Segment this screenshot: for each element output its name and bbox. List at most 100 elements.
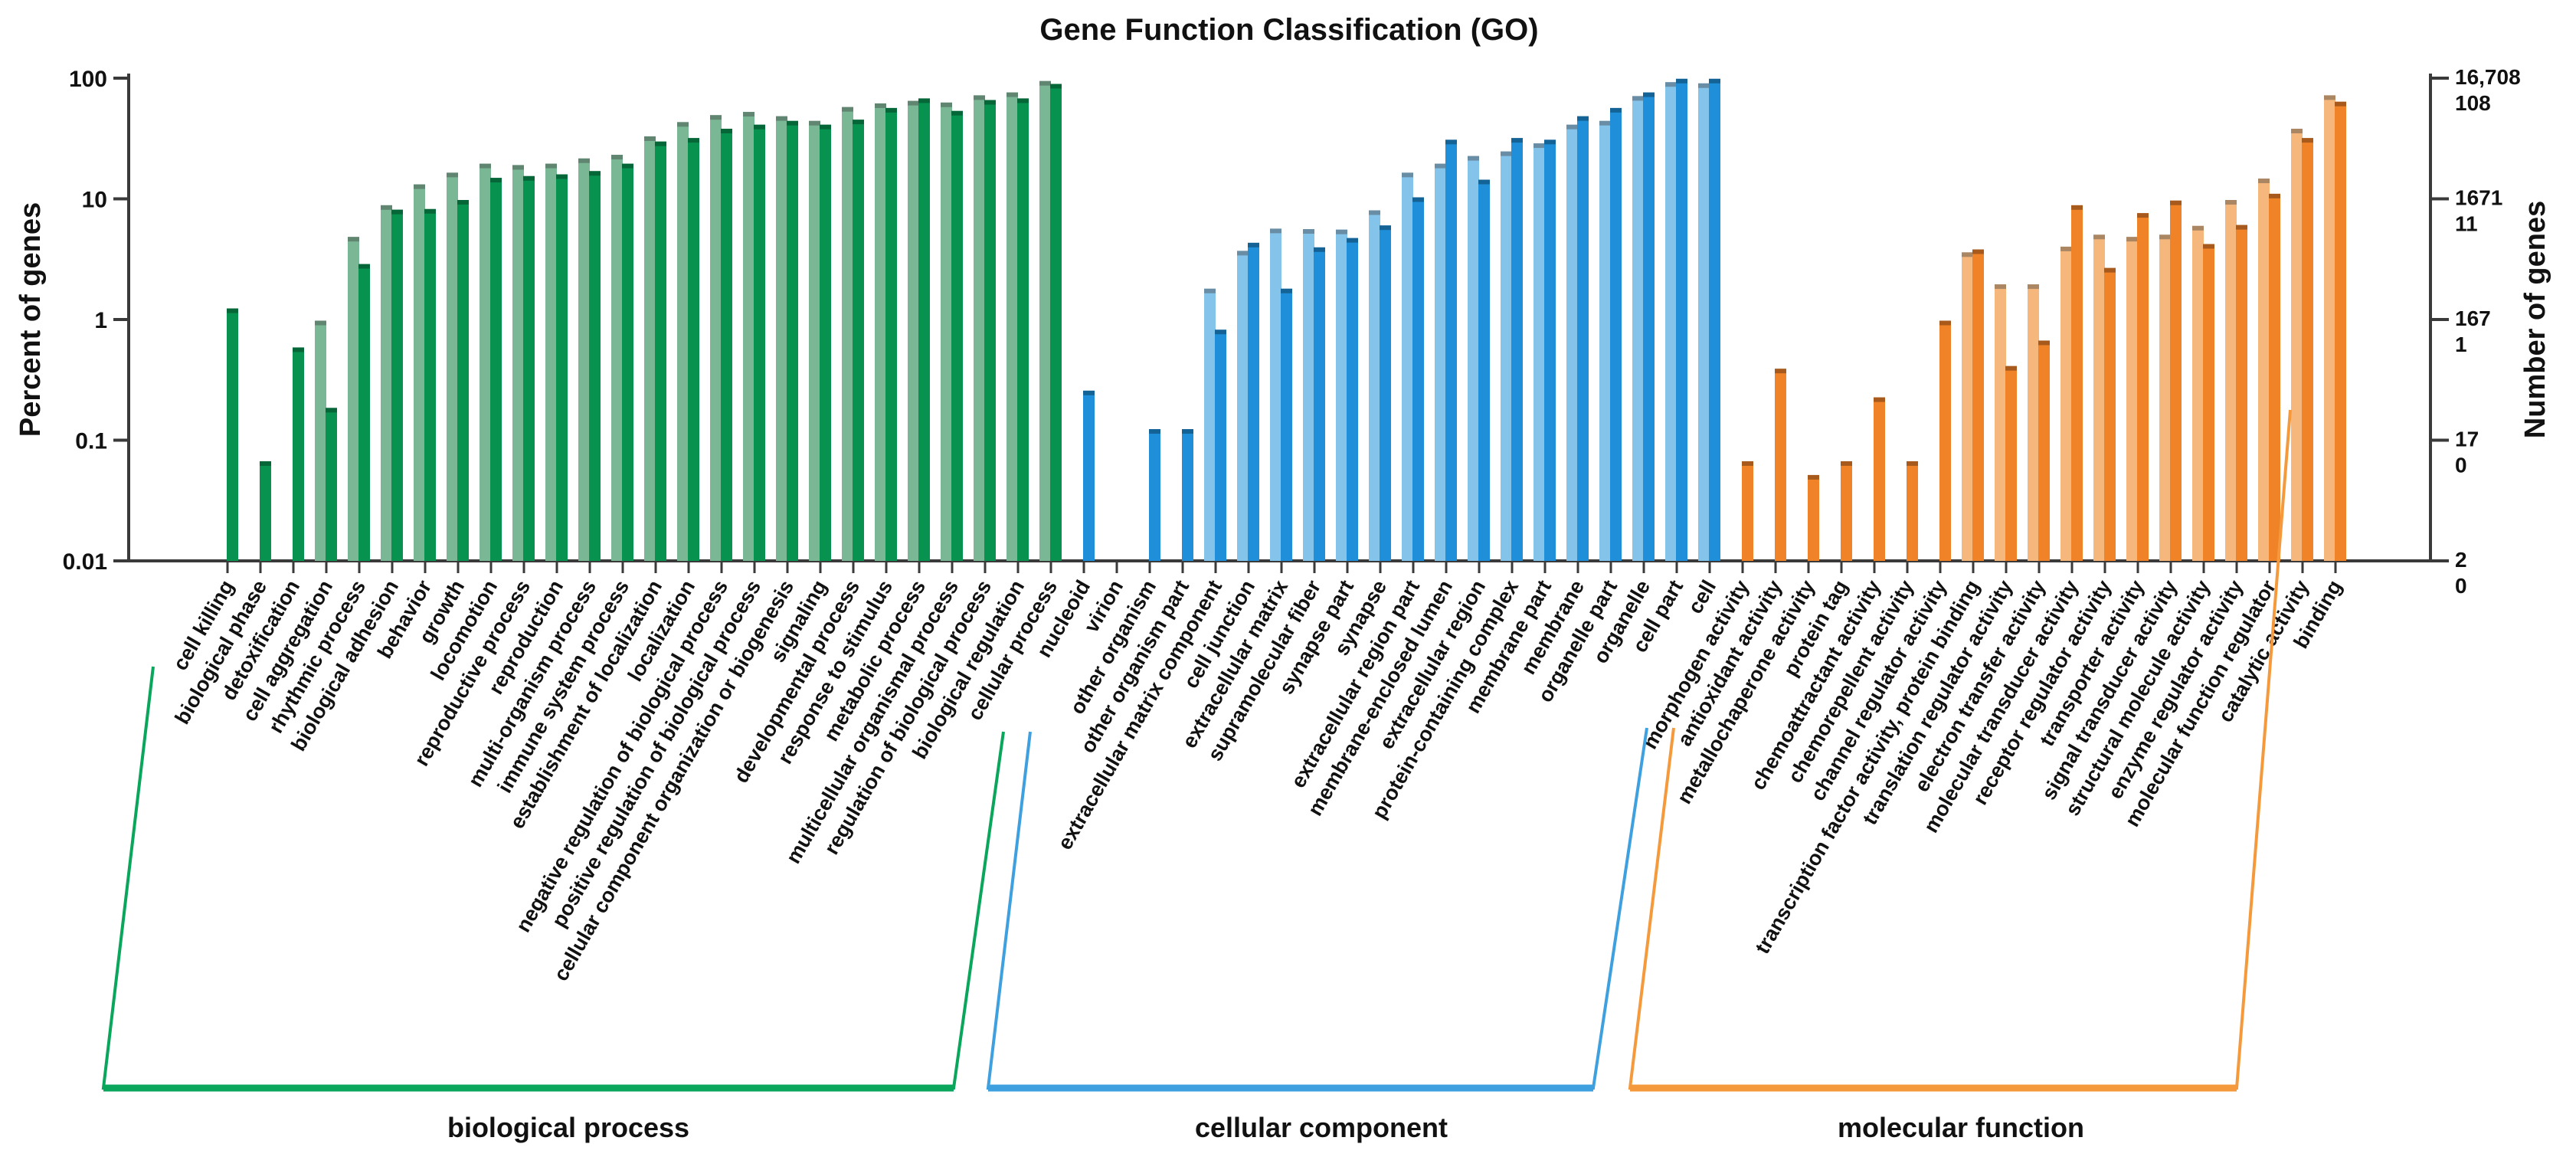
bar-biological-adhesion-dark: [391, 209, 403, 561]
bar-chemorepellent-activity-dark: [1907, 461, 1918, 561]
bar-response-to-stimulus-light: [875, 103, 886, 562]
bar-cellular-component-organization-or-biogenesis-light: [776, 116, 787, 561]
bar-other-organism-part-dark: [1182, 429, 1193, 561]
bar-cap: [578, 158, 590, 163]
bar-establishment-of-localization-dark: [655, 141, 666, 562]
bar-molecular-function-regulator-dark: [2269, 193, 2280, 561]
bar-synapse-part-light: [1336, 229, 1347, 561]
bar-cap: [754, 124, 765, 129]
bar-cap: [1380, 225, 1391, 231]
bar-signaling-light: [809, 120, 820, 562]
bar-protein-tag-dark: [1841, 461, 1852, 561]
bar-cap: [381, 205, 392, 210]
bar-extracellular-region-part-light: [1402, 172, 1413, 561]
bar-cap: [414, 184, 425, 189]
bar-cap: [1972, 249, 1984, 254]
bar-nucleoid-dark: [1083, 390, 1095, 561]
bar-biological-regulation-light: [1007, 92, 1018, 561]
bar-cap: [2203, 244, 2214, 249]
bar-membrane-enclosed-lumen-light: [1435, 163, 1446, 561]
bar-locomotion-dark: [490, 178, 502, 561]
bar-cap: [677, 122, 689, 127]
bar-cap: [391, 209, 403, 215]
bar-cap: [2236, 225, 2247, 230]
bar-cap: [2159, 234, 2171, 240]
bar-signal-transducer-activity-dark: [2170, 200, 2182, 561]
bar-cap: [447, 172, 458, 178]
bar-biological-regulation-dark: [1017, 98, 1029, 562]
bar-cap: [1939, 320, 1951, 326]
bar-membrane-part-dark: [1544, 139, 1556, 562]
right-axis-primary-label: 16,708: [2455, 65, 2521, 89]
bar-cap: [424, 208, 436, 214]
bar-cap: [1665, 82, 1677, 87]
bar-cap: [1808, 474, 1819, 480]
bar-cap: [2093, 234, 2105, 240]
bar-extracellular-matrix-dark: [1281, 288, 1292, 561]
bar-cell-junction-dark: [1248, 242, 1259, 561]
bar-immune-system-process-dark: [622, 163, 633, 561]
bar-cap: [2335, 101, 2346, 107]
bar-cap: [721, 129, 732, 134]
bar-cap: [1314, 247, 1325, 252]
bar-morphogen-activity-dark: [1742, 461, 1753, 561]
bar-cap: [1007, 92, 1018, 97]
y-axis-tick-label: 0.01: [63, 549, 107, 575]
bar-binding-dark: [2335, 101, 2346, 561]
bar-cap: [2071, 205, 2083, 210]
y-axis-tick-label: 0.1: [75, 429, 107, 454]
bar-cap: [1566, 124, 1578, 129]
bar-cap: [1050, 84, 1062, 89]
bar-behavior-dark: [424, 208, 436, 561]
bar-growth-dark: [457, 200, 469, 561]
bar-cap: [589, 171, 601, 176]
bar-membrane-light: [1566, 124, 1578, 562]
bar-cap: [1874, 397, 1885, 402]
bar-multicellular-organismal-process-light: [941, 102, 952, 561]
bar-structural-molecule-activity-dark: [2203, 244, 2214, 561]
bar-protein-containing-complex-light: [1501, 151, 1512, 562]
bar-cap: [1501, 151, 1512, 156]
bar-cap: [1643, 92, 1655, 97]
bar-cap: [1709, 78, 1720, 84]
bar-catalytic-activity-light: [2291, 129, 2303, 561]
bar-enzyme-regulator-activity-dark: [2236, 225, 2247, 561]
bar-receptor-regulator-activity-dark: [2104, 267, 2116, 561]
bar-cap: [1511, 138, 1523, 143]
bar-metallochaperone-activity-dark: [1808, 474, 1819, 561]
bar-cap: [545, 163, 557, 169]
y-axis-title: Percent of genes: [15, 202, 47, 437]
bar-cap: [315, 320, 326, 326]
bar-cell-part-light: [1665, 82, 1677, 562]
bar-transcription-factor-activity-protein-binding-light: [1962, 252, 1973, 561]
bar-cap: [1632, 96, 1644, 101]
group-bracket-2: [1628, 409, 2292, 1090]
bar-cap: [853, 120, 864, 125]
bar-cap: [941, 102, 952, 107]
bar-cap: [1995, 284, 2006, 290]
chart-title: Gene Function Classification (GO): [1039, 13, 1538, 47]
bar-translation-regulator-activity-light: [1995, 284, 2006, 561]
bar-cellular-component-organization-or-biogenesis-dark: [787, 120, 798, 562]
bar-cell-aggregation-dark: [326, 408, 337, 561]
bar-cap: [1204, 288, 1216, 293]
bar-cap: [644, 136, 656, 141]
bar-localization-light: [677, 122, 689, 561]
bar-cap: [1303, 229, 1314, 234]
bar-positive-regulation-of-biological-process-light: [743, 112, 754, 562]
bar-immune-system-process-light: [611, 155, 623, 561]
bar-signaling-dark: [820, 124, 831, 562]
bar-cap: [1083, 390, 1095, 395]
group-label-molecular-function: molecular function: [1838, 1112, 2084, 1143]
bar-cap: [556, 174, 568, 179]
bar-cap: [1841, 461, 1852, 466]
bar-locomotion-light: [480, 163, 491, 561]
bar-cap: [1676, 78, 1687, 84]
bar-cap: [2126, 237, 2138, 242]
bar-catalytic-activity-dark: [2302, 138, 2313, 561]
bar-cap: [1698, 83, 1710, 88]
bar-multicellular-organismal-process-dark: [951, 110, 963, 561]
bar-cap: [1435, 163, 1446, 169]
bar-cap: [1610, 107, 1622, 113]
bar-cap: [688, 138, 699, 143]
